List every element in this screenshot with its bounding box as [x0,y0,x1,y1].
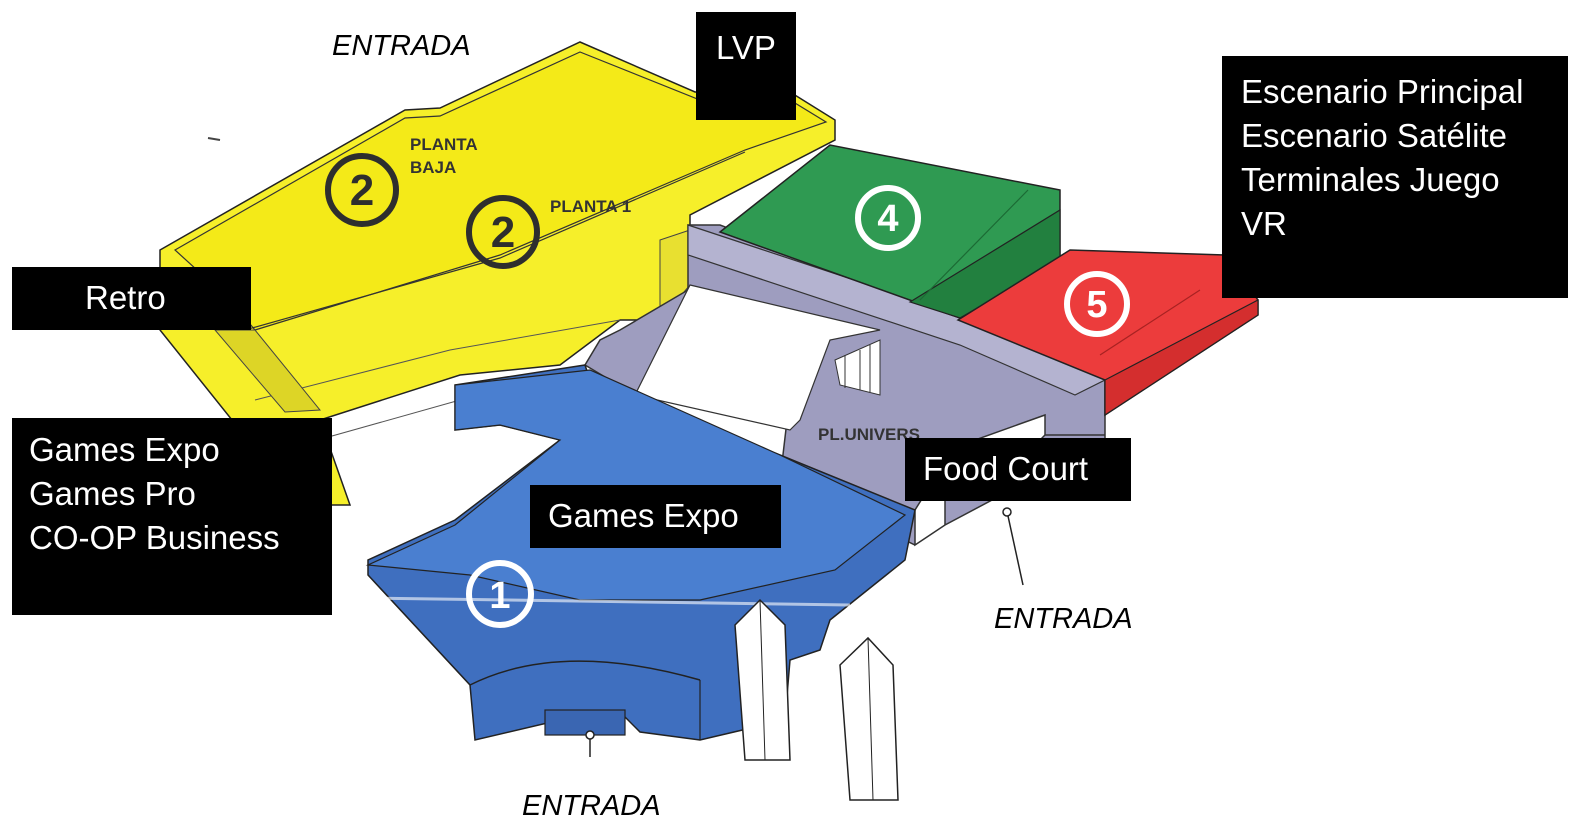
obelisk-right-edge [867,637,874,801]
hall-5[interactable]: 5 [956,249,1259,417]
games-expo-hall1-label-text: Games Expo [548,497,739,534]
retro-label-text: Retro [85,279,166,316]
hall-2-ridge [244,151,746,331]
hall-4-number: 4 [877,198,898,240]
hall-2-edge [254,319,621,401]
obelisks [734,598,899,801]
hall-5-number-ring [1064,271,1130,337]
hall-1-entrance-door [544,709,626,736]
left-group-line-1: Games Expo [29,431,220,468]
right-group-line-3: Terminales Juego [1241,161,1500,198]
hall-1-curve [469,660,701,686]
entrance-bottom-label: ENTRADA [522,790,661,822]
food-court-label[interactable]: Food Court [905,438,1131,501]
lvp-label-text: LVP [716,29,776,66]
obelisk-right [839,636,899,801]
hall-1-number: 1 [489,575,510,617]
hall-5-ridge [1099,289,1201,356]
stray-mark [207,137,221,141]
entrance-pins [585,507,1024,757]
right-group-label[interactable]: Escenario Principal Escenario Satélite T… [1222,56,1568,298]
retro-label[interactable]: Retro [12,267,251,330]
planta-baja-caption-line1: PLANTA [410,135,478,154]
entrance-pin-bottom [585,730,595,740]
plaza-univers-glass [834,339,881,396]
hall-2-ground-number: 2 [350,166,374,215]
planta-baja-caption-line2: BAJA [410,158,456,177]
food-court-label-text: Food Court [923,450,1089,487]
left-group-line-3: CO-OP Business [29,519,280,556]
left-group-label[interactable]: Games Expo Games Pro CO-OP Business [12,418,332,615]
obelisk-left-edge [759,599,766,761]
hall-4-ridge [919,189,1029,301]
plaza-univers-caption: PL.UNIVERS [818,425,920,444]
entrance-pin-right-stem [1007,515,1024,586]
entrance-top-label: ENTRADA [332,30,471,62]
hall-4-number-ring [855,185,921,251]
plaza-univers-courtyard [634,284,881,431]
hall-5-number: 5 [1086,284,1107,326]
hall-1-number-ring [466,560,534,628]
hall-2-first-number-ring [466,195,540,269]
entrance-right-label: ENTRADA [994,603,1133,635]
hall-2-markers: 2 PLANTA BAJA 2 PLANTA 1 [325,135,631,269]
scan-line [367,596,851,607]
right-group-line-1: Escenario Principal [1241,73,1524,110]
lvp-label[interactable]: LVP [696,12,796,120]
left-group-line-2: Games Pro [29,475,196,512]
hall-1-edge [367,574,471,686]
right-group-line-2: Escenario Satélite [1241,117,1507,154]
hall-2-ramp [213,329,322,413]
hall-4[interactable]: 4 [718,144,1061,319]
hall-2-ground-number-ring [325,153,399,227]
hall-5-side [1104,299,1259,417]
games-expo-hall1-label[interactable]: Games Expo [530,485,781,548]
hall-2-first-number: 2 [491,208,515,257]
right-group-line-4: VR [1241,205,1287,242]
entrance-pin-right [1002,507,1012,517]
planta-1-caption: PLANTA 1 [550,197,631,216]
